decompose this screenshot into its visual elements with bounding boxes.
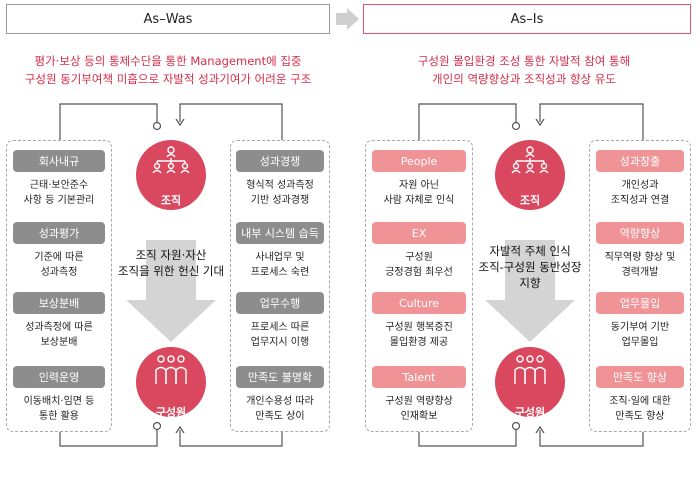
- members-icon: [155, 355, 187, 384]
- label-people: People: [372, 150, 466, 172]
- label-workforce-ops: 인력운영: [13, 366, 105, 388]
- label-work-engagement: 업무몰입: [596, 292, 684, 314]
- as-is-header: As–Is: [363, 4, 691, 34]
- org-circle-label: 조직: [160, 194, 182, 207]
- as-was-header: As–Was: [6, 4, 330, 34]
- members-icon: [514, 355, 546, 384]
- label-satisfaction-up: 만족도 향상: [596, 366, 684, 388]
- members-circle-label: 구성원: [514, 406, 546, 419]
- label-internal-systems: 내부 시스템 습득: [236, 222, 324, 244]
- as-was-subtitle: 평가·보상 등의 통제수단을 통한 Management에 집중 구성원 동기부…: [24, 54, 312, 86]
- label-culture: Culture: [372, 292, 466, 314]
- as-was-title: As–Was: [143, 11, 193, 27]
- label-company-rules: 회사내규: [13, 150, 105, 172]
- as-is-subtitle: 구성원 몰입환경 조성 통한 자발적 참여 통해 개인의 역량향상과 조직성과 …: [417, 54, 631, 86]
- label-perf-creation: 성과창출: [596, 150, 684, 172]
- as-is-center-graphic: [485, 140, 575, 417]
- label-ex: EX: [372, 222, 466, 244]
- label-satisfaction-unclear: 만족도 불명확: [236, 366, 324, 388]
- org-circle-label: 조직: [519, 194, 541, 207]
- as-was-center-graphic: [126, 140, 216, 417]
- label-task-execution: 업무수행: [236, 292, 324, 314]
- label-performance-eval: 성과평가: [13, 222, 105, 244]
- org-chart-icon: [511, 146, 549, 174]
- as-is-title: As–Is: [510, 11, 544, 27]
- label-capability-growth: 역량향상: [596, 222, 684, 244]
- org-chart-icon: [152, 146, 190, 174]
- label-perf-competition: 성과경쟁: [236, 150, 324, 172]
- transition-arrow-icon: [336, 8, 359, 30]
- label-compensation: 보상분배: [13, 292, 105, 314]
- members-circle-label: 구성원: [155, 406, 187, 419]
- label-talent: Talent: [372, 366, 466, 388]
